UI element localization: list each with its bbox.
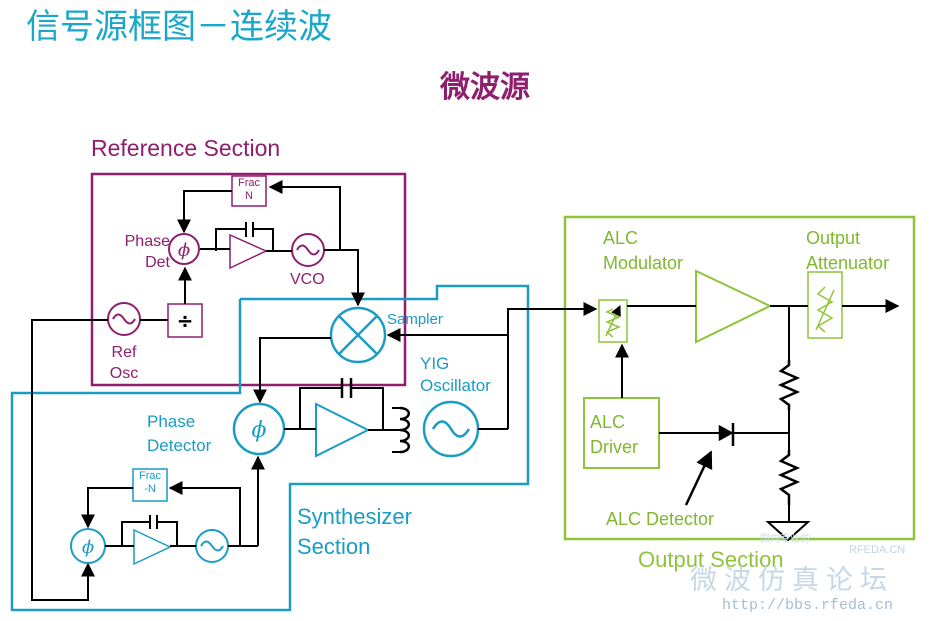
synthesizer-wiring <box>81 308 565 547</box>
alc-driver-label: ALC Driver <box>590 412 638 458</box>
frac-minus-n-block <box>132 468 168 502</box>
output-section-frame <box>563 215 916 541</box>
vco-label: VCO <box>290 271 325 288</box>
watermark-faint: 国内专业仿 <box>760 534 810 545</box>
watermark-logo: RFEDA.CN <box>849 544 906 556</box>
output-attenuator-label: Output Attenuator <box>806 228 890 274</box>
alc-modulator-block <box>598 299 628 343</box>
output-section-label: Output Section <box>638 547 784 572</box>
output-attenuator-block <box>807 271 843 339</box>
lower-phi-symbol: ϕ <box>82 537 94 558</box>
reference-section-label: Reference Section <box>91 135 281 161</box>
ref-divider-block <box>167 303 203 338</box>
alc-detector-label: ALC Detector <box>606 509 715 529</box>
lower-loop-filter <box>121 515 178 566</box>
page-title: 信号源框图－连续波 <box>26 7 332 47</box>
page-subtitle: 微波源 <box>440 70 530 105</box>
output-amplifier <box>695 269 773 344</box>
reference-section-frame <box>90 172 407 387</box>
ref-divider-symbol: ÷ <box>177 309 194 333</box>
reference-wiring <box>31 180 365 601</box>
yig-coil <box>399 406 411 454</box>
ref-osc-label: Ref Osc <box>109 344 139 382</box>
alc-modulator-label: ALC Modulator <box>603 228 684 274</box>
resistor-lower <box>777 450 801 505</box>
lower-oscillator <box>195 529 229 563</box>
sampler-label: Sampler <box>387 311 443 328</box>
ref-loop-filter <box>215 222 274 270</box>
watermark-url: http://bbs.rfeda.cn <box>722 597 894 614</box>
frac-n-divider-block <box>231 175 267 207</box>
phase-det-label: Phase Det <box>124 233 170 271</box>
output-wiring <box>565 299 900 522</box>
resistor-upper <box>777 360 801 410</box>
synthesizer-section-label: Synthesizer Section <box>297 504 412 560</box>
ref-phi-symbol: ϕ <box>178 240 190 261</box>
sampler-mixer <box>329 306 387 364</box>
syn-loop-filter <box>299 378 384 458</box>
syn-phi-symbol: ϕ <box>252 418 267 443</box>
yig-oscillator-label: YIG Oscillator <box>420 354 491 396</box>
ref-oscillator <box>107 302 141 336</box>
alc-driver-block <box>583 397 660 469</box>
ref-phase-detector <box>168 233 200 265</box>
vco-oscillator <box>291 233 325 267</box>
watermark-forum: 微波仿真论坛 <box>690 565 894 596</box>
detector-diode <box>718 423 735 446</box>
yig-oscillator <box>422 400 480 458</box>
frac-minus-n-label: Frac -N <box>139 470 161 496</box>
synthesizer-section-frame <box>10 284 530 612</box>
frac-n-label: Frac N <box>238 177 260 203</box>
phase-detector-label: Phase Detector <box>147 412 212 455</box>
